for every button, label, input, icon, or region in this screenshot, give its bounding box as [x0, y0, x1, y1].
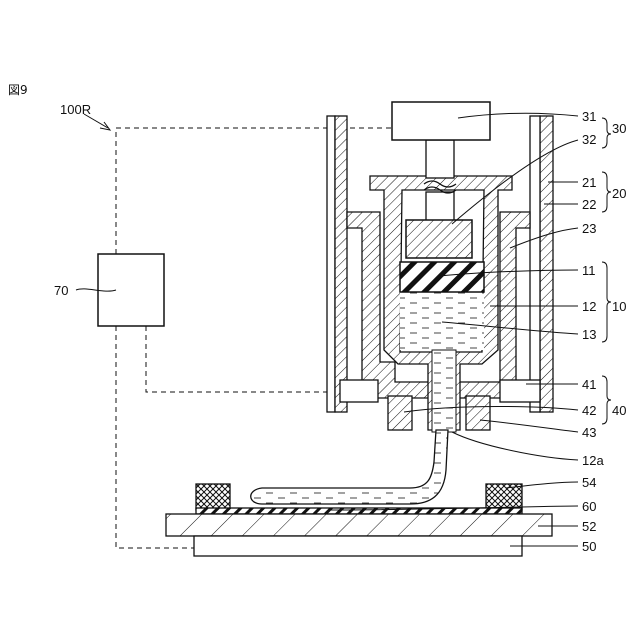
control-lines — [116, 128, 392, 548]
label-12a: 12a — [582, 453, 604, 468]
device-label: 100R — [60, 102, 91, 117]
label-32: 32 — [582, 132, 596, 147]
figure-label: 図9 — [8, 83, 28, 97]
actuator-box — [392, 102, 490, 140]
label-43: 43 — [582, 425, 596, 440]
braces — [602, 118, 611, 424]
label-54: 54 — [582, 475, 596, 490]
label-20: 20 — [612, 186, 626, 201]
label-10: 10 — [612, 299, 626, 314]
controller-box — [98, 254, 164, 326]
label-30: 30 — [612, 121, 626, 136]
liquid-in-barrel — [400, 292, 484, 350]
label-31: 31 — [582, 109, 596, 124]
label-60: 60 — [582, 499, 596, 514]
label-40: 40 — [612, 403, 626, 418]
label-41: 41 — [582, 377, 596, 392]
label-11: 11 — [582, 263, 596, 278]
liquid-in-nozzle — [432, 350, 456, 432]
label-52: 52 — [582, 519, 596, 534]
label-21: 21 — [582, 175, 596, 190]
device-arrow — [84, 114, 110, 130]
label-42: 42 — [582, 403, 596, 418]
dispensed-stream — [251, 430, 448, 504]
label-23: 23 — [582, 221, 596, 236]
label-12: 12 — [582, 299, 596, 314]
label-50: 50 — [582, 539, 596, 554]
piston — [400, 262, 484, 292]
label-22: 22 — [582, 197, 596, 212]
pusher-head — [406, 220, 472, 258]
label-13: 13 — [582, 327, 596, 342]
label-70: 70 — [54, 283, 68, 298]
